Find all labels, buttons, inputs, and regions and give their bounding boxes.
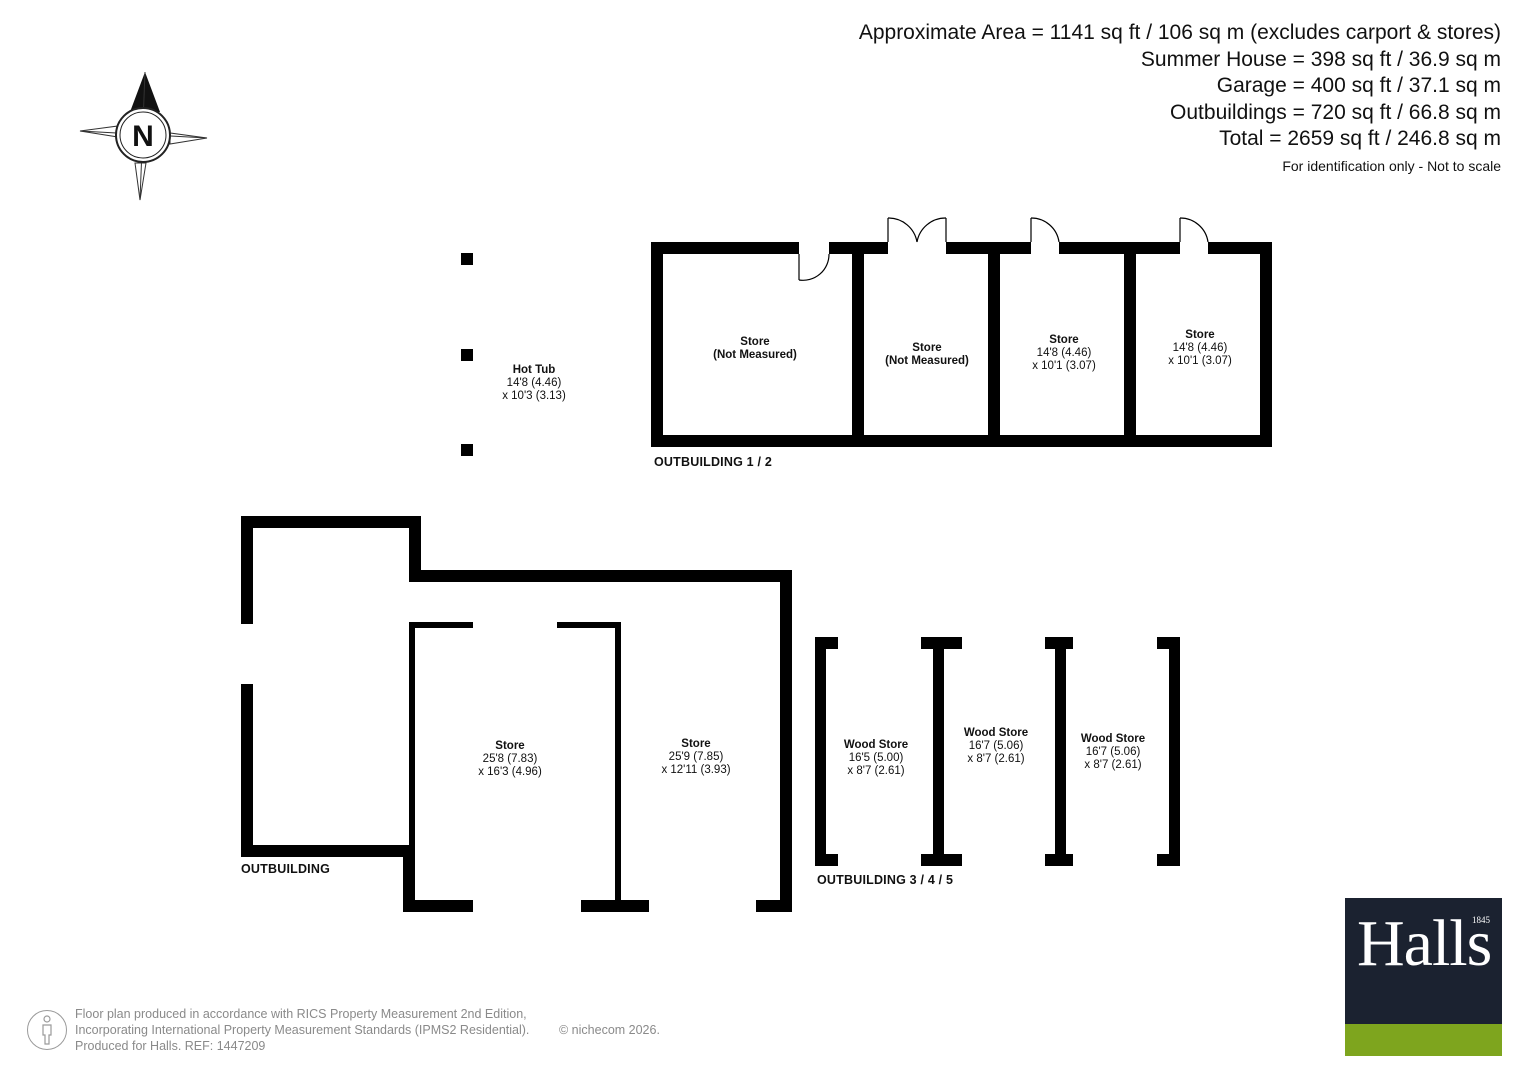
room-name: Wood Store [843,739,909,751]
room-dimension: 16'7 (5.06) [968,740,1024,752]
room-name: Store [495,740,525,752]
room-dimension: x 8'7 (2.61) [847,765,905,777]
room-dimension: 25'9 (7.85) [668,751,724,763]
logo-green-band [1345,1024,1502,1056]
scale-note: For identification only - Not to scale [1282,157,1501,174]
area-approximate: Approximate Area = 1141 sq ft / 106 sq m… [858,21,1501,44]
room-store-d: Store 14'8 (4.46) x 10'1 (3.07) [1168,329,1232,368]
room-name: Store [1185,329,1215,341]
room-dimension: 16'5 (5.00) [848,752,904,764]
label-outbuilding: OUTBUILDING [241,862,330,876]
area-summer-house: Summer House = 398 sq ft / 36.9 sq m [1140,47,1501,71]
outbuilding-1-2-doors [798,217,1209,281]
room-store-c: Store 14'8 (4.46) x 10'1 (3.07) [1032,334,1096,373]
hot-tub-posts [461,253,473,456]
area-outbuildings: Outbuildings = 720 sq ft / 66.8 sq m [1170,100,1501,124]
person-icon [27,1010,67,1050]
room-name: Wood Store [1080,733,1146,745]
outbuilding-3-4-5-walls [815,637,1180,866]
room-dimension: 14'8 (4.46) [1172,342,1228,354]
room-name: Store [681,738,711,750]
compass-icon: N [79,71,208,201]
room-hot-tub: Hot Tub 14'8 (4.46) x 10'3 (3.13) [502,364,566,403]
room-dimension: x 10'1 (3.07) [1168,355,1232,367]
room-name: Hot Tub [512,364,556,376]
area-summary: Approximate Area = 1141 sq ft / 106 sq m… [859,20,1501,176]
room-dimension: x 8'7 (2.61) [1084,759,1142,771]
footer-copyright: © nichecom 2026. [559,1023,660,1037]
room-dimension: x 16'3 (4.96) [478,766,542,778]
outbuilding-1-2-walls [651,242,1272,447]
area-total: Total = 2659 sq ft / 246.8 sq m [1219,127,1501,150]
room-store-a: Store (Not Measured) [713,336,797,362]
room-store-e: Store 25'8 (7.83) x 16'3 (4.96) [478,740,542,779]
room-dimension: 25'8 (7.83) [482,753,538,765]
room-dimension: (Not Measured) [713,349,797,361]
room-wood-store-2: Wood Store 16'7 (5.06) x 8'7 (2.61) [964,727,1028,766]
footer-line-2: Incorporating International Property Mea… [75,1023,530,1037]
room-name: Store [1049,334,1079,346]
room-dimension: x 10'1 (3.07) [1032,360,1096,372]
logo-word: Halls [1357,907,1492,980]
area-garage: Garage = 400 sq ft / 37.1 sq m [1216,74,1501,97]
room-wood-store-3: Wood Store 16'7 (5.06) x 8'7 (2.61) [1081,733,1145,772]
logo-year: 1845 [1472,915,1490,925]
room-dimension: 16'7 (5.06) [1085,746,1141,758]
room-name: Wood Store [963,727,1029,739]
room-dimension: 14'8 (4.46) [1036,347,1092,359]
label-outbuilding-3-4-5: OUTBUILDING 3 / 4 / 5 [817,873,954,887]
footer-line-1: Floor plan produced in accordance with R… [75,1007,527,1021]
room-store-f: Store 25'9 (7.85) x 12'11 (3.93) [661,738,730,777]
label-outbuilding-1-2: OUTBUILDING 1 / 2 [654,455,772,469]
halls-logo: Halls 1845 [1345,898,1502,1056]
room-dimension: x 8'7 (2.61) [967,753,1025,765]
room-dimension: 14'8 (4.46) [506,377,562,389]
room-store-b: Store (Not Measured) [885,342,969,368]
compass-letter: N [132,120,154,153]
room-wood-store-1: Wood Store 16'5 (5.00) x 8'7 (2.61) [844,739,908,778]
room-dimension: x 10'3 (3.13) [502,390,566,402]
room-name: Store [740,336,770,348]
room-dimension: (Not Measured) [885,355,969,367]
room-name: Store [912,342,942,354]
room-dimension: x 12'11 (3.93) [661,764,731,776]
outbuilding-walls [241,516,792,912]
footer-line-3: Produced for Halls. REF: 1447209 [75,1039,266,1053]
footer-notes: Floor plan produced in accordance with R… [75,1006,660,1054]
